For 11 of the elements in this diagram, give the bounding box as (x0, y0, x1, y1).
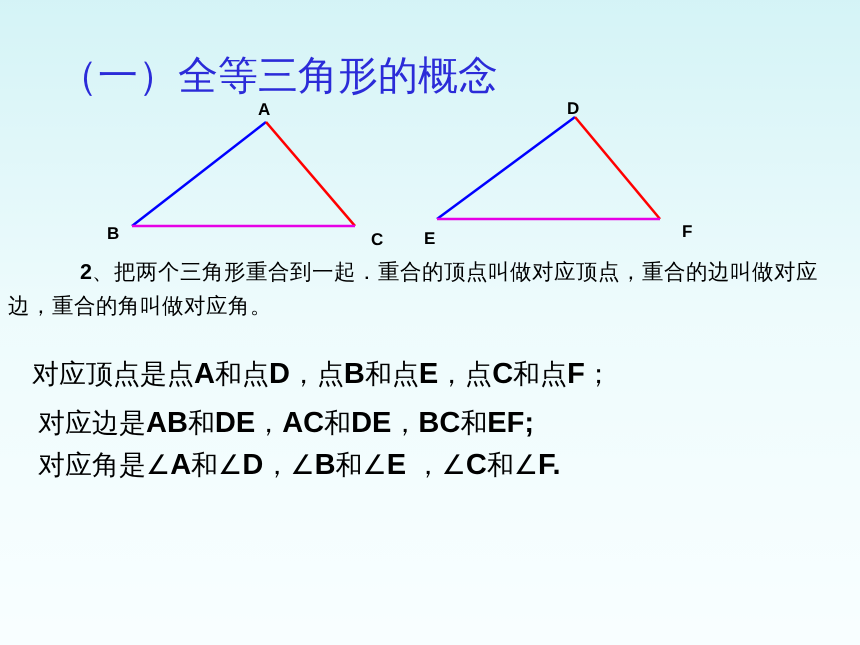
vertex-label: B (107, 224, 120, 244)
definition-paragraph: 2、把两个三角形重合到一起．重合的顶点叫做对应顶点，重合的边叫做对应边，重合的角叫做对应角。 (8, 259, 819, 321)
vertex-label: F (682, 222, 692, 242)
correspondence-statement: 对应角是∠A和∠D，∠B和∠E ，∠C和∠F. (38, 448, 561, 483)
vertex-label: D (567, 99, 580, 119)
correspondence-statement: 对应边是AB和DE，AC和DE，BC和EF; (38, 406, 534, 441)
slide-title: （一）全等三角形的概念 (58, 52, 498, 101)
correspondence-statement: 对应顶点是点A和点D，点B和点E，点C和点F； (32, 357, 612, 392)
vertex-label: C (371, 230, 384, 250)
vertex-label: A (258, 100, 270, 120)
vertex-label: E (424, 229, 436, 249)
